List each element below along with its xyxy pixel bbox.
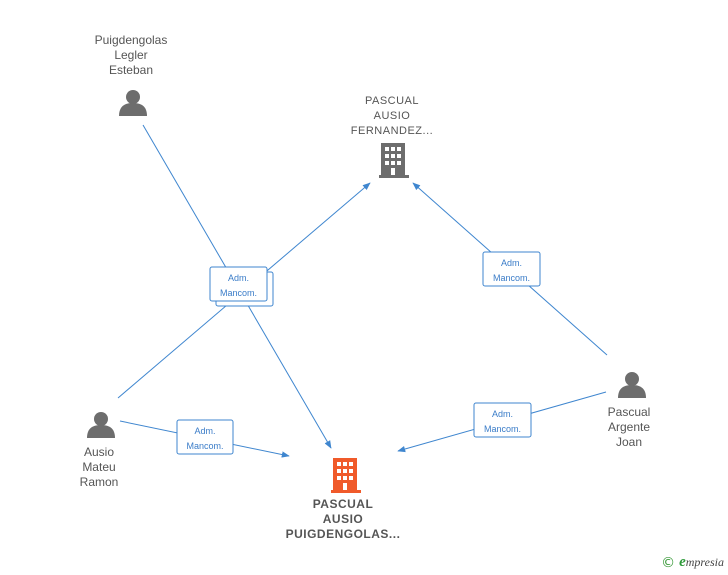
- building-icon: [331, 458, 361, 493]
- relation-right-line-2: Mancom.: [493, 273, 530, 283]
- node-legler-line-2: Legler: [114, 48, 147, 62]
- relation-center[interactable]: Adm. Mancom.: [209, 266, 274, 307]
- relation-center-line-2: Mancom.: [220, 288, 257, 298]
- person-icon: [618, 372, 646, 398]
- node-mateu[interactable]: Ausio Mateu Ramon: [80, 412, 119, 489]
- relation-center-line-1: Adm.: [228, 273, 249, 283]
- node-legler-line-3: Esteban: [109, 63, 153, 77]
- building-icon: [379, 143, 409, 178]
- node-legler[interactable]: Puigdengolas Legler Esteban: [95, 33, 168, 116]
- node-argente-line-2: Argente: [608, 420, 650, 434]
- node-main-line-2: AUSIO: [323, 512, 364, 526]
- node-argente[interactable]: Pascual Argente Joan: [608, 372, 651, 449]
- node-argente-line-3: Joan: [616, 435, 642, 449]
- node-fernandez-line-1: PASCUAL: [365, 95, 419, 107]
- node-fernandez-line-3: FERNANDEZ...: [351, 125, 433, 137]
- node-mateu-line-2: Mateu: [82, 460, 115, 474]
- copyright-icon: ©: [661, 554, 676, 571]
- node-mateu-line-3: Ramon: [80, 475, 119, 489]
- relation-right[interactable]: Adm. Mancom.: [482, 251, 541, 287]
- relation-right-line-1: Adm.: [501, 258, 522, 268]
- edges: [117, 124, 608, 458]
- footer: © empresia: [661, 554, 724, 571]
- relation-bottom-left-line-1: Adm.: [194, 426, 215, 436]
- brand-initial: e: [679, 554, 686, 570]
- brand-name: mpresia: [685, 555, 724, 569]
- relation-bottom-left[interactable]: Adm. Mancom.: [176, 419, 234, 455]
- node-main-line-1: PASCUAL: [313, 497, 374, 511]
- node-fernandez[interactable]: PASCUAL AUSIO FERNANDEZ...: [351, 95, 433, 178]
- brand-logo[interactable]: empresia: [679, 554, 724, 571]
- node-argente-line-1: Pascual: [608, 405, 651, 419]
- person-icon: [119, 90, 147, 116]
- person-icon: [87, 412, 115, 438]
- node-fernandez-line-2: AUSIO: [374, 110, 411, 122]
- relation-bottom-left-line-2: Mancom.: [186, 441, 223, 451]
- relation-bottom-right-line-1: Adm.: [492, 409, 513, 419]
- node-legler-line-1: Puigdengolas: [95, 33, 168, 47]
- node-main[interactable]: PASCUAL AUSIO PUIGDENGOLAS...: [286, 458, 401, 541]
- node-main-line-3: PUIGDENGOLAS...: [286, 527, 401, 541]
- relation-bottom-right[interactable]: Adm. Mancom.: [473, 402, 532, 438]
- node-mateu-line-1: Ausio: [84, 445, 114, 459]
- relation-bottom-right-line-2: Mancom.: [484, 424, 521, 434]
